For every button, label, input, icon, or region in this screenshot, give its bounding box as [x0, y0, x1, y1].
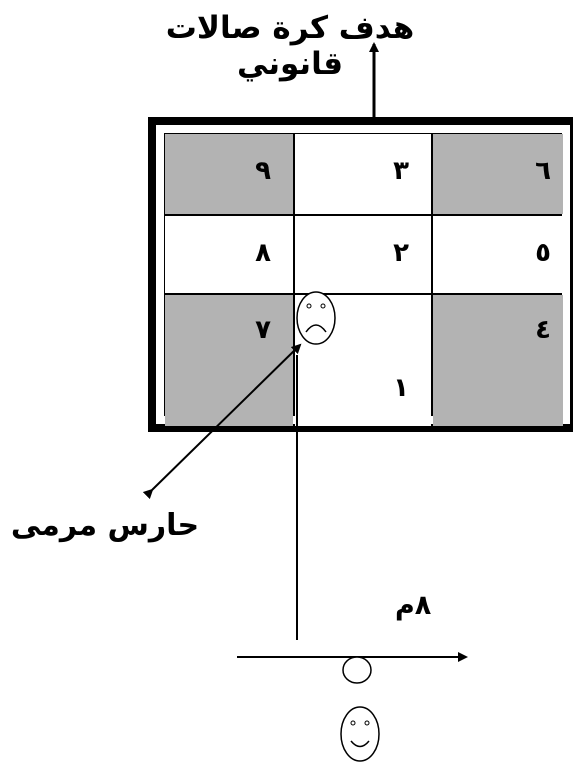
zone-2-label: ٢ — [393, 238, 409, 268]
zone-9-label: ٩ — [255, 156, 271, 186]
zone-4: ٤ — [433, 295, 563, 426]
goalkeeper-label: حارس مرمى — [10, 508, 200, 543]
zone-8-label: ٨ — [255, 238, 271, 268]
zone-8: ٨ — [165, 216, 293, 293]
zone-5: ٥ — [433, 216, 563, 293]
zone-3: ٣ — [295, 134, 431, 214]
zone-2: ٢ — [295, 216, 431, 293]
goalkeeper-face-icon — [296, 291, 336, 345]
zone-7-label: ٧ — [255, 315, 271, 345]
zone-1-label: ١ — [393, 373, 409, 403]
zone-3-label: ٣ — [393, 156, 409, 186]
zone-6: ٦ — [433, 134, 563, 214]
shooter-face-icon — [340, 706, 380, 762]
zone-5-label: ٥ — [535, 238, 551, 268]
goal-grid: ٩ ٣ ٦ ٨ ٢ ٥ ٧ ١ ٤ — [164, 133, 563, 426]
diagram-title: هدف كرة صالات قانوني — [165, 10, 415, 82]
zone-4-label: ٤ — [535, 315, 551, 345]
distance-label: ٨م — [395, 590, 432, 621]
goalkeeper-pointer-arrow — [142, 343, 302, 500]
zone-9: ٩ — [165, 134, 293, 214]
zone-6-label: ٦ — [535, 156, 551, 186]
goal-frame: ٩ ٣ ٦ ٨ ٢ ٥ ٧ ١ ٤ — [148, 117, 573, 432]
ball-icon — [342, 656, 372, 684]
